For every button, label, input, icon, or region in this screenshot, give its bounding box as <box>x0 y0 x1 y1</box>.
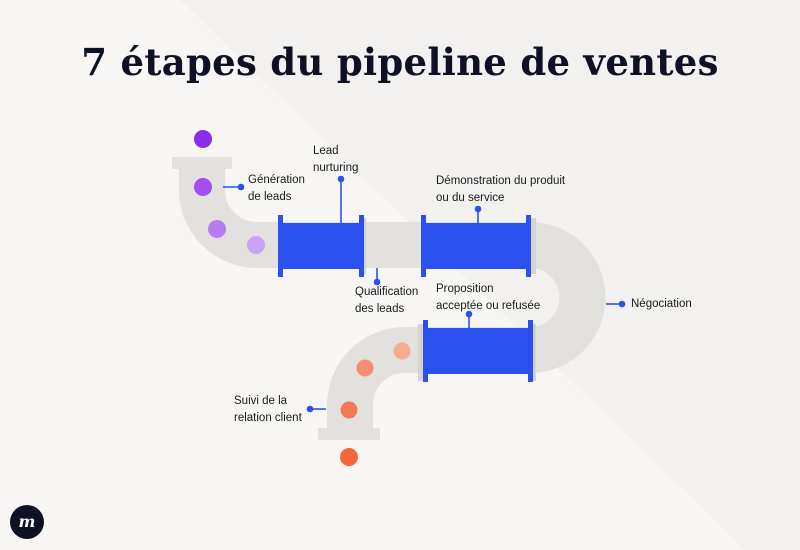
pipe-segment-demonstration <box>421 215 531 277</box>
connector-generation <box>223 183 245 191</box>
flange-shade <box>531 324 536 381</box>
connector-nurturing <box>337 175 345 223</box>
lead-dot-purple <box>194 130 212 148</box>
pipe-segment-nurturing <box>278 215 364 277</box>
connector-proposition <box>465 310 473 328</box>
client-dot-orange <box>340 448 358 466</box>
company-logo-icon[interactable]: m <box>10 505 44 539</box>
client-dot-orange <box>356 359 374 377</box>
lead-dot-purple <box>194 178 212 196</box>
stage-label-negociation: Négociation <box>631 298 692 310</box>
lead-dot-purple <box>208 220 226 238</box>
right-bend <box>528 222 606 373</box>
connector-suivi <box>306 405 326 413</box>
flange-shade <box>418 324 423 381</box>
client-dot-orange <box>340 401 358 419</box>
lead-dot-purple <box>247 236 265 254</box>
outlet-cap <box>318 428 380 440</box>
client-dot-orange <box>393 342 411 360</box>
page-title: 7 étapes du pipeline de ventes <box>81 40 719 84</box>
pipe-segment-proposition <box>423 320 533 382</box>
inlet-cap <box>172 157 232 169</box>
connector-qualification <box>373 268 381 286</box>
connector-negociation <box>606 300 626 308</box>
connector-demonstration <box>474 205 482 223</box>
flange-shade <box>531 218 536 274</box>
